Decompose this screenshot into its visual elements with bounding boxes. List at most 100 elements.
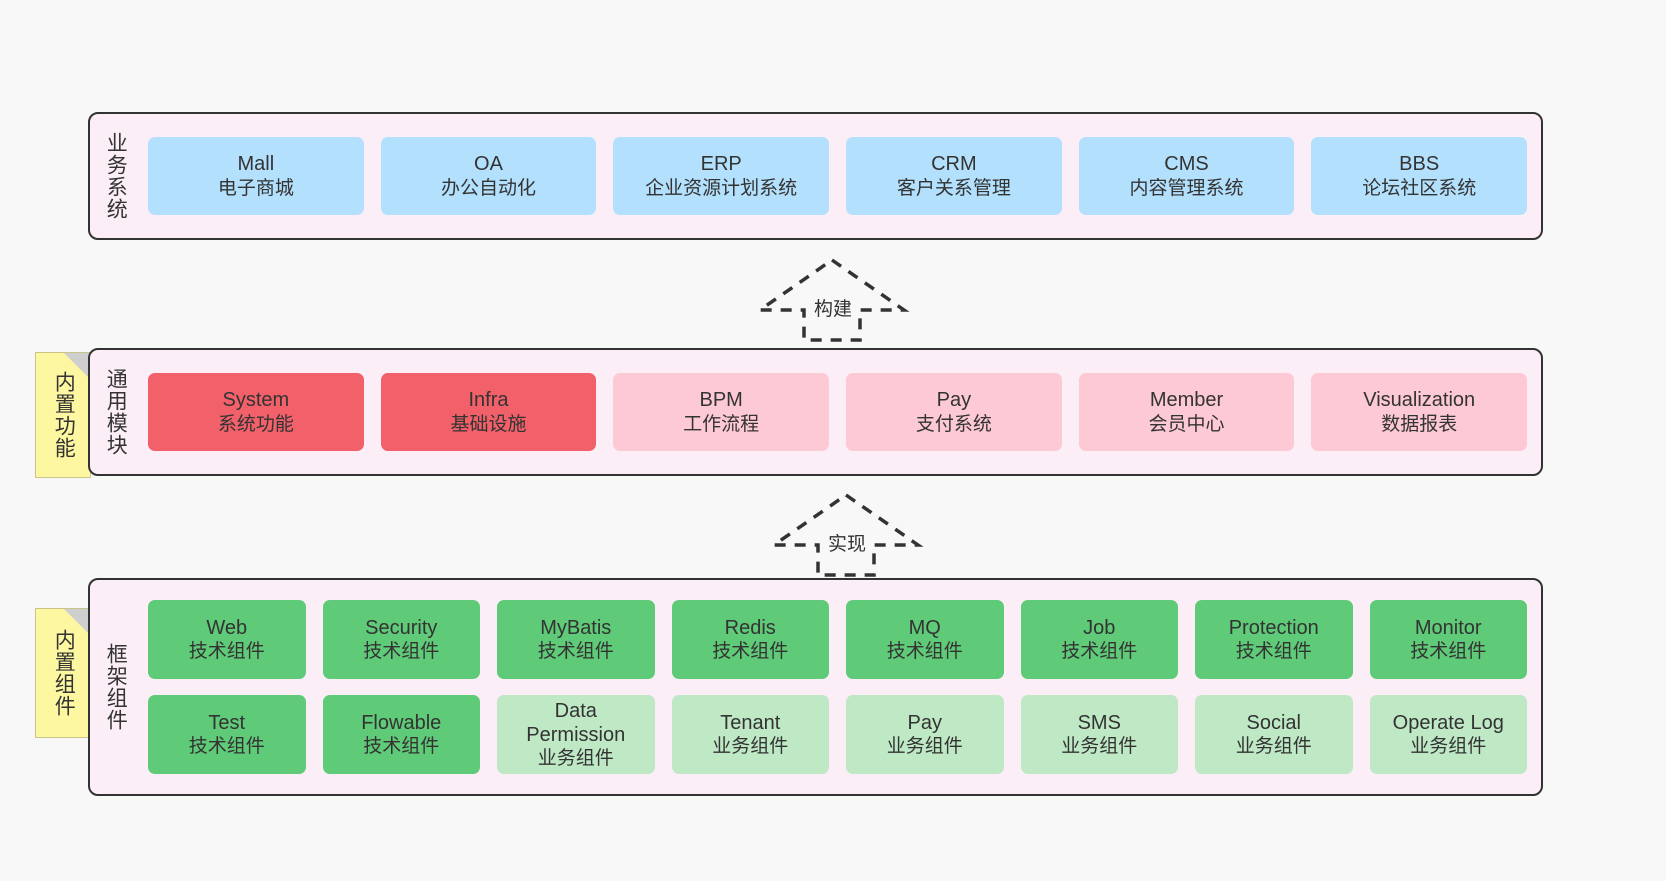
card-subtitle: 基础设施 <box>450 413 527 435</box>
card-title: Mall <box>237 153 275 176</box>
note-builtin-features-label: 内置功能 <box>52 371 76 459</box>
card-title: Social <box>1246 711 1301 734</box>
build-arrow-label: 构建 <box>812 294 855 321</box>
card-subtitle: 技术组件 <box>537 641 614 663</box>
card-subtitle: 技术组件 <box>363 641 440 663</box>
card-title: ERP <box>700 153 742 176</box>
note-builtin-components-label: 内置组件 <box>52 629 76 717</box>
card-title: BBS <box>1399 153 1440 176</box>
framework-component-layer-title: 框架组件 <box>104 643 128 731</box>
card-title: Flowable <box>361 711 442 734</box>
card-subtitle: 业务组件 <box>712 736 789 758</box>
card-subtitle: 技术组件 <box>712 641 789 663</box>
card-title: Visualization <box>1363 389 1476 412</box>
card-title: Protection <box>1228 616 1319 639</box>
card-subtitle: 企业资源计划系统 <box>645 177 798 199</box>
card-subtitle: 业务组件 <box>1235 736 1312 758</box>
card-subtitle: 支付系统 <box>915 413 992 435</box>
card-title: Tenant <box>720 711 781 734</box>
card-title: Web <box>206 616 248 639</box>
implement-arrow: 实现 <box>768 492 924 577</box>
card-title: CRM <box>931 153 977 176</box>
note-fold-corner-icon <box>64 353 90 379</box>
card-subtitle: 技术组件 <box>886 641 963 663</box>
card-title: Pay <box>936 389 972 412</box>
card-subtitle: 客户关系管理 <box>896 177 1011 199</box>
card-subtitle: 技术组件 <box>1061 641 1138 663</box>
card-subtitle: 技术组件 <box>188 736 265 758</box>
note-builtin-components: 内置组件 <box>35 608 91 738</box>
card-subtitle: 系统功能 <box>217 413 294 435</box>
card-subtitle: 技术组件 <box>1235 641 1312 663</box>
card-title: Infra <box>468 389 509 412</box>
card-title: Member <box>1149 389 1224 412</box>
card-subtitle: 办公自动化 <box>441 177 537 199</box>
card-title: SMS <box>1077 711 1121 734</box>
business-system-layer-title: 业务系统 <box>104 132 128 220</box>
common-module-layer-title: 通用模块 <box>104 368 128 456</box>
card-title: System <box>222 389 290 412</box>
card-subtitle: 业务组件 <box>537 748 614 770</box>
card-subtitle: 数据报表 <box>1381 413 1458 435</box>
card-title: Operate Log <box>1392 711 1504 734</box>
card-subtitle: 业务组件 <box>886 736 963 758</box>
card-title: Monitor <box>1414 616 1482 639</box>
card-title: Pay <box>907 711 942 734</box>
card-title: Test <box>208 711 246 734</box>
card-subtitle: 会员中心 <box>1148 413 1225 435</box>
build-arrow: 构建 <box>754 257 910 342</box>
card-title: Security <box>365 616 438 639</box>
card-subtitle: 技术组件 <box>363 736 440 758</box>
card-title: Job <box>1083 616 1116 639</box>
card-subtitle: 技术组件 <box>188 641 265 663</box>
card-title: Redis <box>724 616 776 639</box>
card-title: MQ <box>908 616 941 639</box>
card-subtitle: 论坛社区系统 <box>1362 177 1477 199</box>
card-title: OA <box>474 153 503 176</box>
card-title: BPM <box>699 389 743 412</box>
card-subtitle: 业务组件 <box>1410 736 1487 758</box>
implement-arrow-label: 实现 <box>826 529 869 556</box>
card-subtitle: 技术组件 <box>1410 641 1487 663</box>
card-subtitle: 电子商城 <box>217 177 294 199</box>
card-subtitle: 业务组件 <box>1061 736 1138 758</box>
card-title: CMS <box>1164 153 1209 176</box>
card-title: MyBatis <box>540 616 612 639</box>
card-title: Data Permission <box>526 699 626 746</box>
